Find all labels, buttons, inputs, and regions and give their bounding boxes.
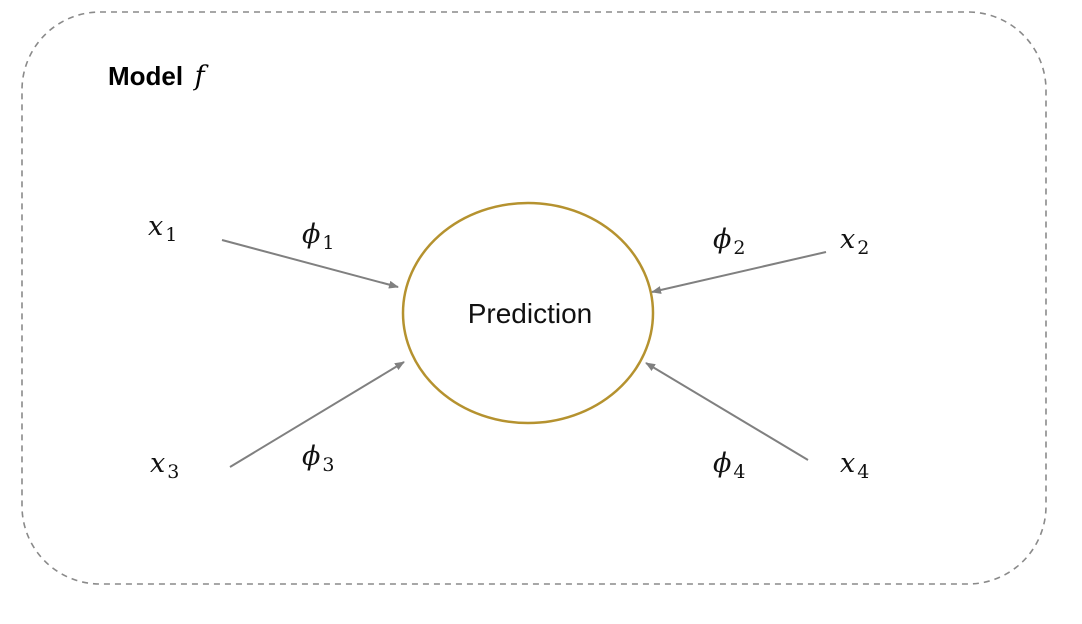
prediction-node — [401, 201, 655, 425]
arrow-x4 — [645, 362, 809, 461]
model-title-text: Model — [108, 61, 183, 91]
model-function-symbol: f — [193, 61, 209, 92]
model-title: Model f — [108, 61, 209, 92]
prediction-label: Prediction — [468, 298, 593, 329]
model-frame — [21, 11, 1047, 585]
arrow-x3 — [229, 361, 405, 468]
arrow-x1 — [221, 239, 399, 289]
arrow-x2 — [651, 251, 827, 294]
